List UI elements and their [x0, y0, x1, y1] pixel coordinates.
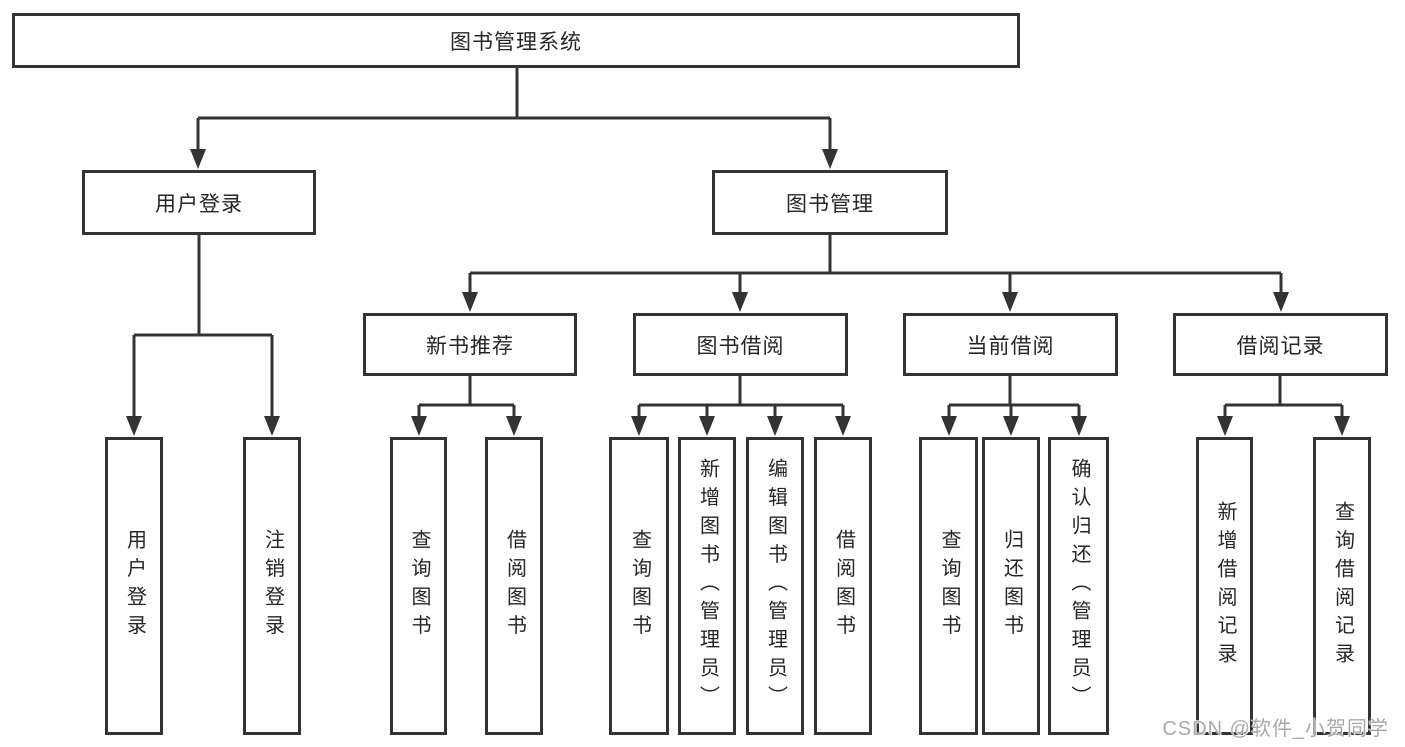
leaf-return-books: 归还图书: [982, 437, 1040, 735]
leaf-logout-label: 注销登录: [261, 529, 284, 643]
node-borrow-records-label: 借阅记录: [1236, 334, 1325, 358]
node-root: 图书管理系统: [12, 13, 1020, 68]
leaf-add-borrow-record-label: 新增借阅记录: [1214, 500, 1236, 672]
node-new-book-recommend-label: 新书推荐: [426, 334, 514, 358]
leaf-borrow-books-label: 借阅图书: [832, 529, 855, 643]
csdn-watermark: CSDN @软件_小贺同学: [1162, 718, 1389, 740]
node-book-management: 图书管理: [712, 170, 948, 235]
leaf-borrow-books-recommend: 借阅图书: [485, 437, 543, 735]
node-book-borrow: 图书借阅: [633, 313, 848, 376]
arrowheads: [126, 149, 1350, 436]
leaf-user-login-label: 用户登录: [123, 529, 146, 643]
node-root-label: 图书管理系统: [450, 30, 582, 54]
node-current-borrow-label: 当前借阅: [966, 334, 1055, 358]
leaf-query-borrow-record-label: 查询借阅记录: [1331, 500, 1354, 672]
leaf-logout: 注销登录: [243, 437, 301, 735]
leaf-query-books-current: 查询图书: [919, 437, 978, 735]
leaf-add-borrow-record: 新增借阅记录: [1196, 437, 1253, 735]
leaf-confirm-return-admin-label: 确认归还（管理员）: [1068, 458, 1090, 714]
node-user-login: 用户登录: [82, 170, 316, 235]
node-new-book-recommend: 新书推荐: [363, 313, 577, 376]
leaf-query-books-recommend-label: 查询图书: [408, 529, 430, 643]
node-borrow-records: 借阅记录: [1173, 313, 1388, 376]
node-current-borrow: 当前借阅: [903, 313, 1118, 376]
leaf-query-books-borrow: 查询图书: [609, 437, 669, 735]
leaf-borrow-books: 借阅图书: [814, 437, 872, 735]
leaf-return-books-label: 归还图书: [1000, 529, 1023, 643]
leaf-query-books-borrow-label: 查询图书: [628, 529, 651, 643]
leaf-user-login: 用户登录: [105, 437, 163, 735]
leaf-edit-books-admin-label: 编辑图书（管理员）: [764, 458, 787, 714]
node-book-borrow-label: 图书借阅: [696, 334, 785, 358]
leaf-add-books-admin-label: 新增图书（管理员）: [696, 458, 719, 714]
node-user-login-label: 用户登录: [155, 192, 243, 216]
leaf-edit-books-admin: 编辑图书（管理员）: [746, 437, 804, 735]
leaf-query-borrow-record: 查询借阅记录: [1313, 437, 1371, 735]
leaf-confirm-return-admin: 确认归还（管理员）: [1048, 437, 1109, 735]
leaf-borrow-books-recommend-label: 借阅图书: [503, 529, 526, 643]
node-book-management-label: 图书管理: [786, 192, 874, 216]
leaf-add-books-admin: 新增图书（管理员）: [678, 437, 736, 735]
leaf-query-books-current-label: 查询图书: [938, 529, 960, 643]
leaf-query-books-recommend: 查询图书: [390, 437, 447, 735]
